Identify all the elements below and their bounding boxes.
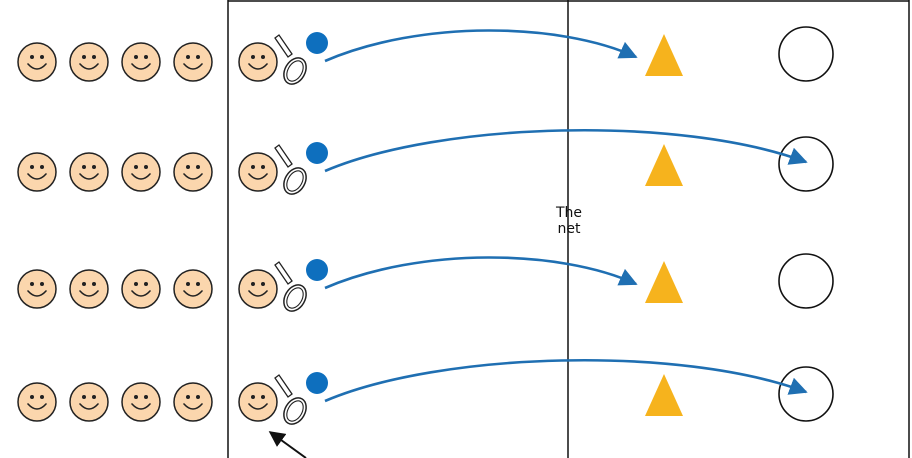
ball-path-arrow [324, 359, 808, 403]
drill-row [17, 359, 834, 425]
net-label: The net [555, 205, 583, 237]
target-hoop-icon [778, 366, 834, 422]
ball-icon [306, 259, 328, 281]
smiley-face-icon [121, 42, 161, 82]
drill-rows [17, 26, 834, 425]
cone-icon [645, 374, 683, 416]
smiley-face-icon [17, 269, 57, 309]
tennis-racket-icon [274, 374, 307, 425]
smiley-face-icon [173, 269, 213, 309]
court [227, 0, 910, 458]
target-hoop-icon [778, 26, 834, 82]
drill-row [17, 253, 834, 312]
smiley-face-icon [121, 152, 161, 192]
smiley-face-icon [173, 152, 213, 192]
smiley-face-icon [173, 382, 213, 422]
smiley-face-icon [121, 269, 161, 309]
tennis-racket-icon [274, 34, 307, 85]
smiley-face-icon [17, 382, 57, 422]
ball-path-arrow [324, 29, 638, 63]
tennis-racket-icon [274, 144, 307, 195]
ball-icon [306, 372, 328, 394]
drill-row [17, 26, 834, 85]
ball-path-arrow [324, 256, 638, 290]
smiley-face-icon [238, 269, 278, 309]
cone-icon [645, 144, 683, 186]
smiley-face-icon [69, 382, 109, 422]
pointer-arrow [268, 431, 307, 458]
smiley-face-icon [17, 152, 57, 192]
smiley-face-icon [238, 382, 278, 422]
tennis-racket-icon [274, 261, 307, 312]
smiley-face-icon [173, 42, 213, 82]
cone-icon [645, 34, 683, 76]
smiley-face-icon [121, 382, 161, 422]
smiley-face-icon [238, 42, 278, 82]
ball-icon [306, 32, 328, 54]
cone-icon [645, 261, 683, 303]
target-hoop-icon [778, 136, 834, 192]
smiley-face-icon [69, 42, 109, 82]
ball-icon [306, 142, 328, 164]
drill-row [17, 129, 834, 195]
target-hoop-icon [778, 253, 834, 309]
smiley-face-icon [69, 269, 109, 309]
ball-path-arrow [324, 129, 808, 173]
smiley-face-icon [69, 152, 109, 192]
smiley-face-icon [238, 152, 278, 192]
smiley-face-icon [17, 42, 57, 82]
